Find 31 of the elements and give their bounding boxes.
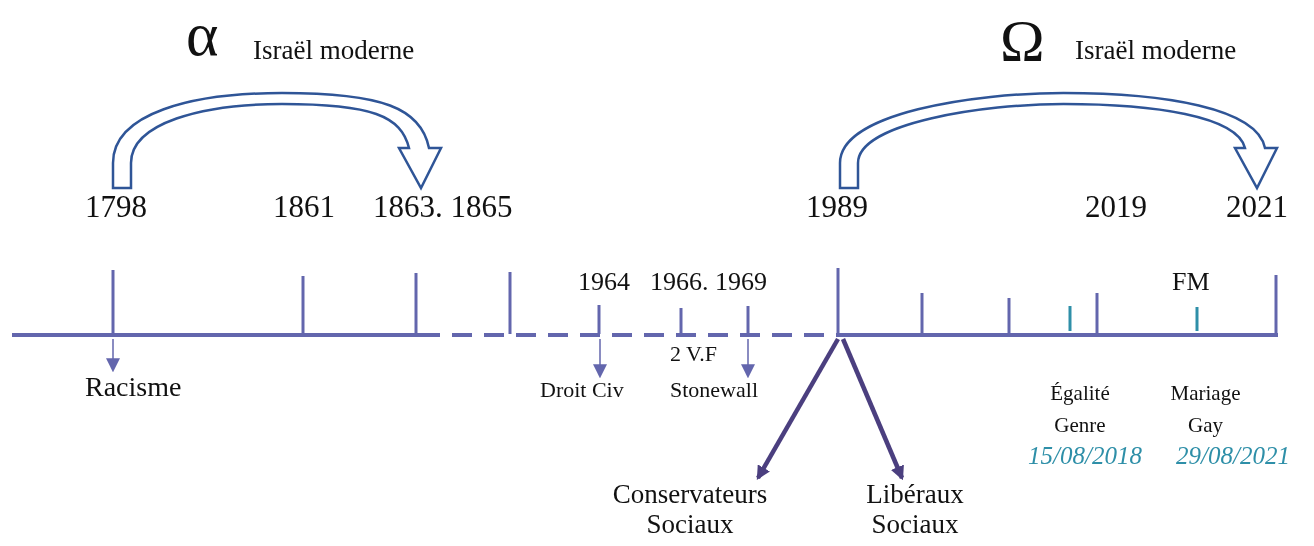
year-label: 2021 [1226, 190, 1288, 225]
date-label: 15/08/2018 [1028, 442, 1142, 470]
greek-letter: Ω [1000, 8, 1045, 74]
event-label: Mariage Gay [1169, 380, 1242, 439]
event-label: Stonewall [670, 378, 758, 403]
year-label: 1964 [578, 268, 630, 297]
arrow [741, 338, 755, 379]
arrow [593, 338, 607, 379]
year-label: 1861 [273, 190, 335, 225]
arrow [756, 337, 840, 480]
event-label: Égalité Genre [1049, 380, 1111, 439]
curved-arrow [111, 91, 443, 190]
year-label: 1798 [85, 190, 147, 225]
event-label: 2 V.F [670, 342, 717, 367]
event-label: FM [1172, 268, 1210, 297]
group-label: Libéraux Sociaux [850, 480, 980, 540]
arrow [106, 338, 120, 373]
year-label: 2019 [1085, 190, 1147, 225]
timeline-axis [12, 332, 1280, 338]
heading-text: Israël moderne [253, 36, 415, 66]
date-label: 29/08/2021 [1176, 442, 1290, 470]
event-label: Droit Civ [540, 378, 624, 403]
curved-arrow [838, 91, 1279, 190]
year-label: 1989 [806, 190, 868, 225]
arrow [840, 338, 905, 481]
event-label: Racisme [85, 372, 182, 403]
group-label: Conservateurs Sociaux [590, 480, 790, 540]
year-label: 1966. 1969 [650, 268, 767, 297]
heading-text: Israël moderne [1075, 36, 1237, 66]
greek-letter: α [186, 0, 219, 69]
year-label: 1863. 1865 [373, 190, 513, 225]
